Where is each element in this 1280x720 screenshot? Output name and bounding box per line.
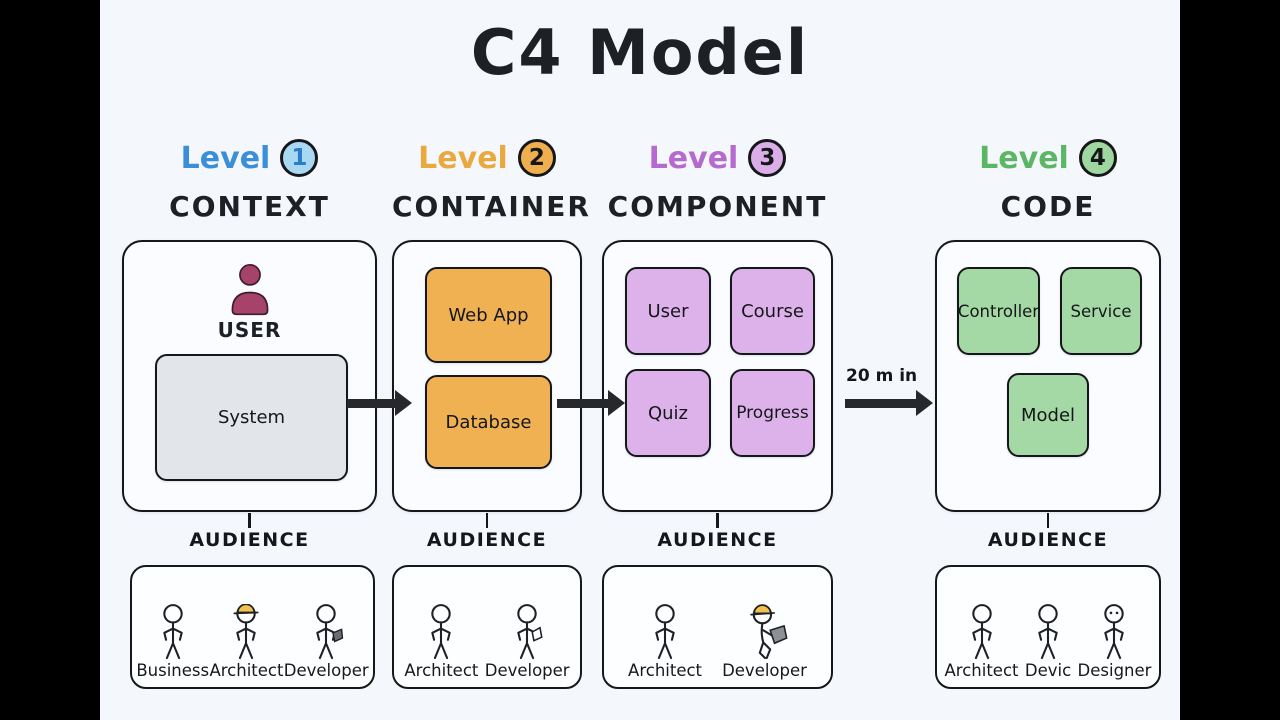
person-label: Developer bbox=[484, 661, 570, 680]
arrow-right-icon bbox=[347, 399, 398, 408]
stick-figure-icon bbox=[655, 604, 675, 660]
code-box: Controller Service Model bbox=[935, 240, 1161, 512]
diagram-canvas: C4 Model Level 1 CONTEXT USER System AUD… bbox=[100, 0, 1180, 720]
level-column-component: Level 3 COMPONENT User Course Quiz Progr… bbox=[602, 0, 833, 720]
audience-box-component: Architect Developer bbox=[602, 565, 833, 689]
person-label: Devic bbox=[1024, 661, 1072, 680]
level-3-header: Level 3 bbox=[602, 136, 833, 180]
arrow-component-to-code bbox=[845, 390, 933, 416]
stick-figure-laptop-hardhat-icon bbox=[749, 604, 788, 660]
level-2-badge: 2 bbox=[517, 139, 556, 177]
level-4-number: 4 bbox=[1089, 145, 1106, 171]
audience-box-container: Architect Developer bbox=[392, 565, 582, 689]
level-3-name: COMPONENT bbox=[607, 190, 828, 223]
audience-label: AUDIENCE bbox=[426, 529, 548, 551]
connector-tick bbox=[716, 513, 719, 528]
notebook-icon bbox=[332, 628, 344, 643]
code-model-box: Model bbox=[1007, 373, 1089, 457]
notebook-icon bbox=[531, 626, 543, 642]
person-label: Business bbox=[136, 661, 210, 680]
arrow-right-icon bbox=[557, 399, 611, 408]
context-box: USER System bbox=[122, 240, 377, 512]
transition-duration-label: 20 m in bbox=[846, 366, 918, 386]
component-quiz-box: Quiz bbox=[625, 369, 711, 457]
connector-tick bbox=[248, 513, 251, 528]
person-business: Business bbox=[136, 604, 209, 680]
level-1-name: CONTEXT bbox=[169, 190, 330, 223]
page-title: C4 Model bbox=[470, 16, 810, 89]
person-architect: Architect bbox=[945, 604, 1019, 680]
person-designer: Designer bbox=[1077, 604, 1152, 680]
person-label: Architect bbox=[944, 661, 1019, 680]
level-2-number: 2 bbox=[528, 145, 545, 171]
person-label: Designer bbox=[1077, 661, 1152, 680]
letterbox-right bbox=[1180, 0, 1280, 720]
user-label: USER bbox=[217, 318, 282, 342]
arrow-container-to-component bbox=[557, 390, 625, 416]
person-label: Architect bbox=[628, 661, 703, 680]
level-4-name: CODE bbox=[1000, 190, 1096, 223]
level-1-badge: 1 bbox=[280, 139, 319, 177]
level-2-header: Level 2 bbox=[392, 136, 582, 180]
audience-label: AUDIENCE bbox=[987, 529, 1109, 551]
laptop-icon bbox=[768, 624, 788, 645]
level-4-badge: 4 bbox=[1078, 139, 1117, 177]
person-label: Developer bbox=[283, 661, 369, 680]
arrow-right-icon bbox=[845, 399, 919, 408]
person-architect: Architect bbox=[628, 604, 702, 680]
level-3-badge: 3 bbox=[748, 139, 787, 177]
database-box: Database bbox=[425, 375, 552, 469]
stick-figure-icon bbox=[971, 604, 992, 660]
connector-tick bbox=[485, 513, 489, 528]
component-course-box: Course bbox=[730, 267, 815, 355]
connector-tick bbox=[1046, 513, 1050, 528]
stick-figure-hardhat-icon bbox=[233, 604, 260, 660]
level-1-number: 1 bbox=[291, 145, 308, 171]
user-icon bbox=[124, 264, 375, 316]
stick-figure-icon bbox=[1038, 604, 1058, 660]
person-developer: Developer bbox=[722, 604, 807, 680]
letterbox-left bbox=[0, 0, 100, 720]
component-box: User Course Quiz Progress bbox=[602, 240, 833, 512]
stick-figure-icon bbox=[163, 604, 183, 660]
level-2-name: CONTAINER bbox=[392, 190, 591, 223]
component-progress-box: Progress bbox=[730, 369, 815, 457]
audience-box-code: Architect Devic bbox=[935, 565, 1161, 689]
component-user-box: User bbox=[625, 267, 711, 355]
stick-figure-icon bbox=[431, 604, 452, 660]
audience-label: AUDIENCE bbox=[657, 529, 778, 551]
level-column-container: Level 2 CONTAINER Web App Database AUDIE… bbox=[392, 0, 591, 720]
level-1-word: Level bbox=[180, 140, 271, 176]
person-developer: Developer bbox=[284, 604, 369, 680]
audience-box-context: Business Architect bbox=[130, 565, 375, 689]
person-architect: Architect bbox=[209, 604, 283, 680]
stick-figure-notebook-icon bbox=[517, 604, 543, 660]
level-2-word: Level bbox=[418, 140, 508, 176]
hardhat-icon bbox=[752, 604, 772, 615]
audience-label: AUDIENCE bbox=[189, 529, 310, 551]
level-3-number: 3 bbox=[759, 145, 776, 171]
hardhat-icon bbox=[237, 604, 256, 614]
level-3-word: Level bbox=[648, 140, 739, 176]
code-controller-box: Controller bbox=[957, 267, 1040, 355]
container-box: Web App Database bbox=[392, 240, 582, 512]
person-label: Developer bbox=[722, 661, 807, 680]
person-developer: Developer bbox=[485, 604, 570, 680]
person-devic: Devic bbox=[1022, 604, 1074, 680]
person-label: Architect bbox=[404, 661, 479, 680]
stick-figure-dots-face-icon bbox=[1104, 604, 1125, 660]
arrow-context-to-container bbox=[347, 390, 412, 416]
level-4-header: Level 4 bbox=[935, 136, 1161, 180]
person-architect: Architect bbox=[404, 604, 478, 680]
level-4-word: Level bbox=[979, 140, 1069, 176]
level-1-header: Level 1 bbox=[122, 136, 377, 180]
level-column-context: Level 1 CONTEXT USER System AUDIENCE bbox=[122, 0, 377, 720]
system-box: System bbox=[155, 354, 348, 481]
code-service-box: Service bbox=[1060, 267, 1142, 355]
level-column-code: Level 4 CODE Controller Service Model AU… bbox=[935, 0, 1161, 720]
person-label: Architect bbox=[209, 661, 284, 680]
webapp-box: Web App bbox=[425, 267, 552, 363]
stick-figure-notebook-icon bbox=[316, 604, 344, 660]
